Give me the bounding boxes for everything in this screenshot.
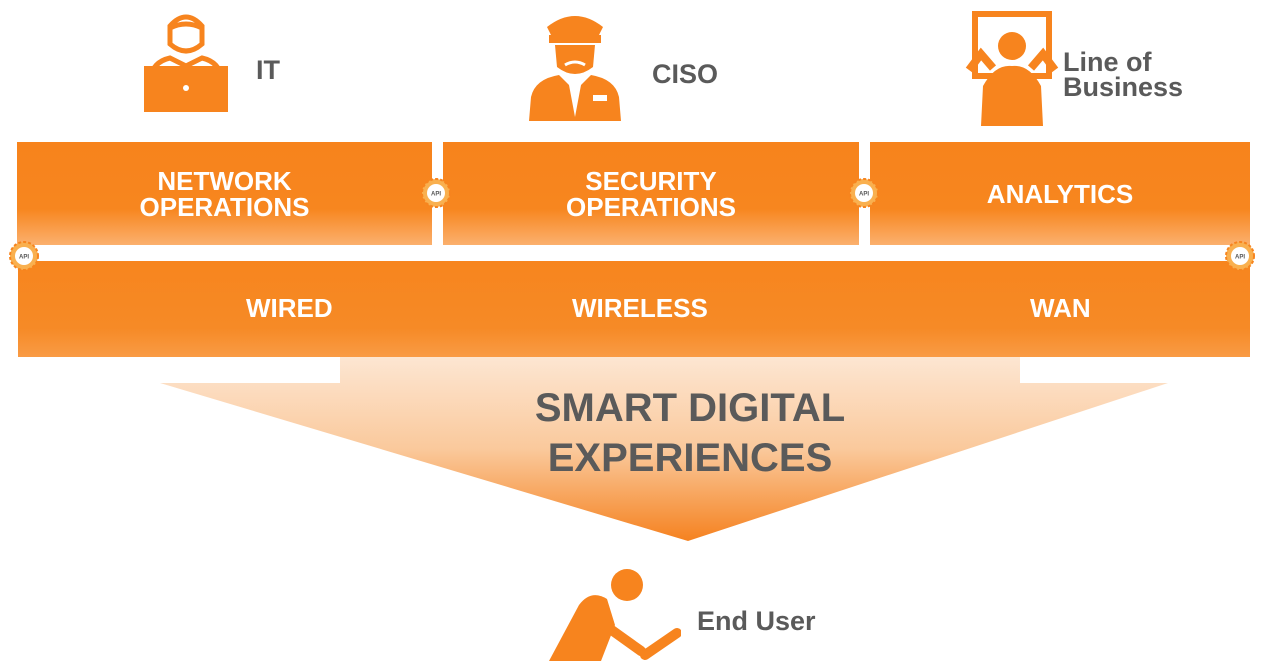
lob-line-1: Line of <box>1063 47 1152 77</box>
security-ops-line-1: SECURITY <box>585 165 717 196</box>
line-of-business-presenter-icon <box>965 11 1059 126</box>
api-gear-icon: API <box>421 178 451 208</box>
network-ops-line-1: NETWORK <box>157 165 292 196</box>
infrastructure-bar <box>18 261 1250 357</box>
api-gear-icon: API <box>849 178 879 208</box>
security-operations-box: SECURITY OPERATIONS <box>443 142 859 245</box>
end-user-person-icon <box>549 569 681 661</box>
api-gear-icon: API <box>9 241 39 271</box>
analytics-label: ANALYTICS <box>986 178 1134 209</box>
ciso-label: CISO <box>652 59 719 89</box>
end-user-label: End User <box>697 606 816 636</box>
funnel-title: SMART DIGITAL EXPERIENCES <box>430 383 950 483</box>
api-badge-text: API <box>1235 255 1245 261</box>
it-label: IT <box>256 55 280 85</box>
api-badge-text: API <box>19 255 29 261</box>
wired-label: WIRED <box>246 293 333 323</box>
api-badge-text: API <box>859 192 869 198</box>
security-ops-line-2: OPERATIONS <box>566 191 736 222</box>
it-person-icon <box>144 14 228 112</box>
wan-label: WAN <box>1030 293 1091 323</box>
ciso-guard-icon <box>529 16 621 121</box>
api-badge-text: API <box>431 192 441 198</box>
experience-funnel <box>160 357 1168 541</box>
funnel-line-2: EXPERIENCES <box>547 436 833 480</box>
api-gear-icon: API <box>1225 241 1255 271</box>
network-ops-line-2: OPERATIONS <box>139 191 310 222</box>
wireless-label: WIRELESS <box>572 293 708 323</box>
network-operations-box: NETWORK OPERATIONS <box>17 142 432 245</box>
lob-line-2: Business <box>1063 72 1184 102</box>
funnel-line-1: SMART DIGITAL <box>534 386 846 430</box>
analytics-box: ANALYTICS <box>870 142 1250 245</box>
line-of-business-label: Line of Business <box>1063 47 1184 102</box>
